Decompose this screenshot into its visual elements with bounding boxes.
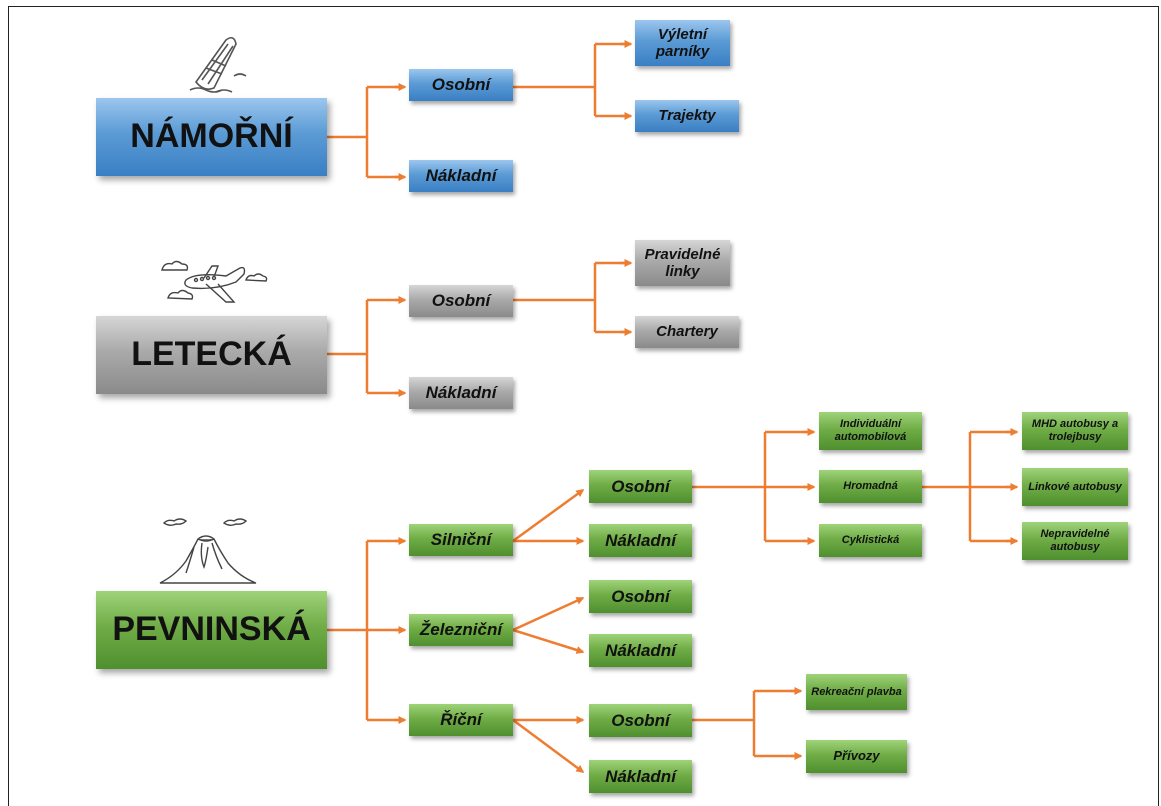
ricni-nakladni-box: Nákladní	[589, 760, 692, 793]
letecka-osobni-box: Osobní	[409, 285, 513, 317]
pevninska-category-box: PEVNINSKÁ	[96, 591, 327, 669]
connector-namorni	[327, 85, 404, 179]
diagram-frame	[8, 6, 1159, 806]
namorni-osobni-label: Osobní	[431, 75, 491, 95]
letecka-chartery-box: Chartery	[635, 316, 739, 348]
individualni-label: Individuální automobilová	[834, 418, 907, 443]
cyklisticka-label: Cyklistická	[841, 534, 900, 547]
nepravidelne-box: Nepravidelné autobusy	[1022, 522, 1128, 560]
letecka-pravidelne-box: Pravidelné linky	[635, 240, 730, 286]
ricni-osobni-label: Osobní	[611, 710, 670, 730]
hromadna-label: Hromadná	[843, 480, 898, 493]
airplane-icon	[161, 260, 268, 303]
letecka-osobni-label: Osobní	[431, 291, 491, 311]
boat-icon	[189, 36, 247, 93]
nepravidelne-label: Nepravidelné autobusy	[1040, 528, 1110, 553]
volcano-icon	[159, 518, 257, 584]
silnicni-nakladni-label: Nákladní	[605, 530, 676, 550]
privozy-label: Přívozy	[833, 748, 880, 764]
letecka-nakladni-label: Nákladní	[425, 383, 497, 403]
letecka-chartery-label: Chartery	[656, 323, 718, 341]
ricni-box: Říční	[409, 704, 513, 736]
zeleznicni-osobni-label: Osobní	[611, 586, 670, 606]
silnicni-osobni-label: Osobní	[611, 476, 670, 496]
ricni-nakladni-label: Nákladní	[605, 766, 676, 786]
rekreacni-label: Rekreační plavba	[811, 685, 902, 698]
letecka-category-box: LETECKÁ	[96, 316, 327, 394]
namorni-nakladni-label: Nákladní	[425, 166, 497, 186]
zeleznicni-osobni-box: Osobní	[589, 580, 692, 613]
connector-pevninska	[327, 539, 404, 722]
namorni-vyletni-box: Výletní parníky	[635, 20, 730, 66]
letecka-pravidelne-label: Pravidelné linky	[644, 245, 721, 280]
connector-letecka	[327, 298, 404, 395]
silnicni-label: Silniční	[430, 530, 492, 550]
namorni-trajekty-box: Trajekty	[635, 100, 739, 132]
zeleznicni-nakladni-label: Nákladní	[605, 640, 676, 660]
silnicni-box: Silniční	[409, 524, 513, 556]
individualni-box: Individuální automobilová	[819, 412, 922, 450]
rekreacni-box: Rekreační plavba	[806, 674, 907, 710]
mhd-box: MHD autobusy a trolejbusy	[1022, 412, 1128, 450]
cyklisticka-box: Cyklistická	[819, 524, 922, 557]
letecka-title: LETECKÁ	[131, 335, 292, 374]
silnicni-osobni-box: Osobní	[589, 470, 692, 503]
namorni-title: NÁMOŘNÍ	[130, 117, 293, 156]
zeleznicni-label: Železniční	[419, 620, 503, 640]
namorni-trajekty-label: Trajekty	[658, 107, 716, 125]
namorni-category-box: NÁMOŘNÍ	[96, 98, 327, 176]
ricni-label: Říční	[440, 710, 482, 730]
namorni-nakladni-box: Nákladní	[409, 160, 513, 192]
letecka-nakladni-box: Nákladní	[409, 377, 513, 409]
ricni-osobni-box: Osobní	[589, 704, 692, 737]
namorni-vyletni-label: Výletní parníky	[655, 25, 710, 60]
zeleznicni-nakladni-box: Nákladní	[589, 634, 692, 667]
privozy-box: Přívozy	[806, 740, 907, 773]
hromadna-box: Hromadná	[819, 470, 922, 503]
namorni-osobni-box: Osobní	[409, 69, 513, 101]
zeleznicni-box: Železniční	[409, 614, 513, 646]
silnicni-nakladni-box: Nákladní	[589, 524, 692, 557]
pevninska-title: PEVNINSKÁ	[112, 610, 311, 649]
linkove-box: Linkové autobusy	[1022, 468, 1128, 506]
mhd-label: MHD autobusy a trolejbusy	[1031, 418, 1119, 443]
linkove-label: Linkové autobusy	[1028, 480, 1122, 493]
